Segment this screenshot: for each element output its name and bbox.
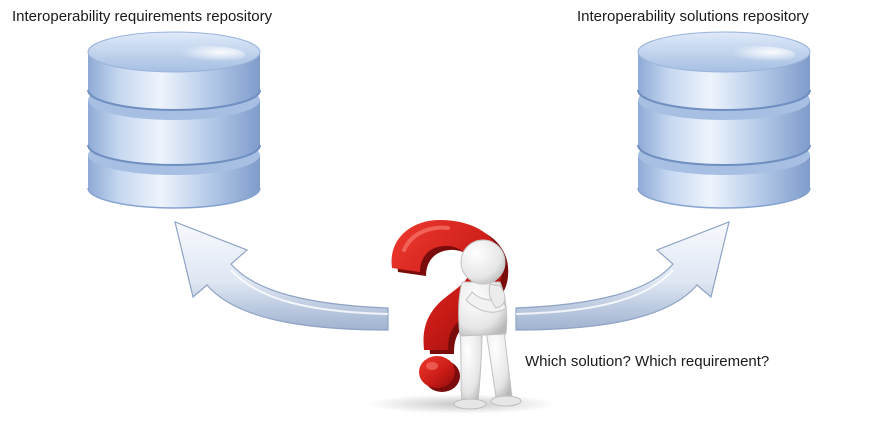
- question-label: Which solution? Which requirement?: [525, 353, 770, 370]
- left-curved-arrow-icon: [174, 221, 389, 331]
- requirements-repository-label: Interoperability requirements repository: [12, 8, 273, 25]
- right-database-icon: [637, 31, 811, 209]
- right-curved-arrow-icon: [515, 221, 730, 331]
- thinking-person-icon: [453, 239, 522, 410]
- left-database-icon: [87, 31, 261, 209]
- solutions-repository-label: Interoperability solutions repository: [577, 8, 809, 25]
